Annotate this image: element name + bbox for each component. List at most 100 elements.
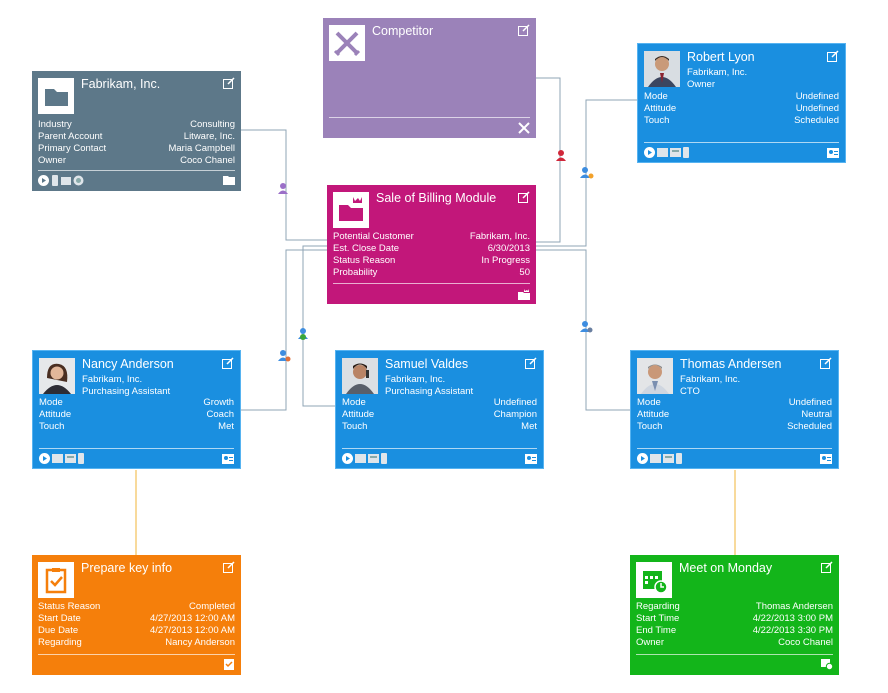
edit-icon[interactable] (518, 191, 530, 203)
email-icon[interactable] (355, 454, 366, 463)
edit-icon[interactable] (518, 24, 530, 36)
contact-name[interactable]: Nancy Anderson (82, 357, 174, 371)
mobile-icon[interactable] (676, 453, 682, 464)
play-icon[interactable] (342, 453, 353, 464)
email-icon[interactable] (657, 148, 668, 157)
avatar[interactable] (39, 358, 75, 394)
task-title[interactable]: Prepare key info (81, 561, 173, 575)
opportunity-title[interactable]: Sale of Billing Module (376, 191, 497, 205)
edit-icon[interactable] (223, 77, 235, 89)
edit-icon[interactable] (820, 357, 832, 369)
email-icon[interactable] (650, 454, 661, 463)
divider (637, 448, 832, 449)
crossed-swords-icon (329, 25, 365, 61)
action-icons (644, 147, 689, 158)
avatar[interactable] (644, 51, 680, 87)
play-icon[interactable] (39, 453, 50, 464)
fax-icon[interactable] (663, 454, 674, 463)
fax-icon[interactable] (65, 454, 76, 463)
divider (342, 448, 537, 449)
clipboard-check-small-icon[interactable] (223, 658, 235, 670)
relationship-badge-samuel[interactable] (298, 328, 308, 340)
action-icons (38, 175, 84, 186)
crossed-swords-small-icon[interactable] (518, 122, 530, 134)
play-icon[interactable] (38, 175, 49, 186)
fax-icon[interactable] (670, 148, 681, 157)
play-icon[interactable] (644, 147, 655, 158)
mobile-icon[interactable] (683, 147, 689, 158)
relationship-badge-robert[interactable] (580, 167, 594, 179)
competitor-card[interactable]: Competitor (323, 18, 536, 138)
relationship-badge-thomas[interactable] (580, 321, 593, 333)
edit-icon[interactable] (827, 50, 839, 62)
globe-icon[interactable] (73, 175, 84, 186)
contact-card-icon[interactable] (827, 148, 839, 158)
fax-icon[interactable] (368, 454, 379, 463)
edit-icon[interactable] (525, 357, 537, 369)
email-icon[interactable] (52, 454, 63, 463)
contact-card-samuel-valdes[interactable]: Samuel Valdes Fabrikam, Inc. Purchasing … (335, 350, 544, 469)
contact-card-icon[interactable] (222, 454, 234, 464)
divider (636, 654, 833, 655)
calendar-clock-icon (636, 562, 672, 598)
folder-icon (38, 78, 74, 114)
edit-icon[interactable] (821, 561, 833, 573)
action-icons (637, 453, 682, 464)
contact-card-nancy-anderson[interactable]: Nancy Anderson Fabrikam, Inc. Purchasing… (32, 350, 241, 469)
play-icon[interactable] (637, 453, 648, 464)
contact-card-icon[interactable] (525, 454, 537, 464)
appointment-title[interactable]: Meet on Monday (679, 561, 773, 575)
divider (38, 654, 235, 655)
relationship-badge-competitor[interactable] (556, 150, 566, 161)
crowned-folder-small-icon[interactable] (518, 289, 530, 300)
contact-name[interactable]: Robert Lyon (687, 50, 755, 64)
contact-name[interactable]: Thomas Andersen (680, 357, 782, 371)
edit-icon[interactable] (222, 357, 234, 369)
contact-role: CTO (680, 386, 700, 397)
mobile-icon[interactable] (78, 453, 84, 464)
competitor-title[interactable]: Competitor (372, 24, 434, 38)
folder-open-icon[interactable] (223, 175, 235, 185)
contact-role: Purchasing Assistant (82, 386, 171, 397)
contact-name[interactable]: Samuel Valdes (385, 357, 469, 371)
avatar[interactable] (342, 358, 378, 394)
relationship-badge-nancy[interactable] (278, 350, 291, 362)
phone-icon[interactable] (51, 175, 59, 186)
opportunity-card[interactable]: Sale of Billing Module Potential Custome… (327, 185, 536, 304)
calendar-clock-small-icon[interactable] (821, 658, 833, 670)
relationship-badge-account[interactable] (278, 183, 288, 194)
account-name[interactable]: Fabrikam, Inc. (81, 77, 161, 91)
contact-role: Purchasing Assistant (385, 386, 474, 397)
avatar[interactable] (637, 358, 673, 394)
mobile-icon[interactable] (381, 453, 387, 464)
contact-card-icon[interactable] (820, 454, 832, 464)
divider (329, 117, 530, 118)
edit-icon[interactable] (223, 561, 235, 573)
fax-icon[interactable] (61, 175, 71, 186)
